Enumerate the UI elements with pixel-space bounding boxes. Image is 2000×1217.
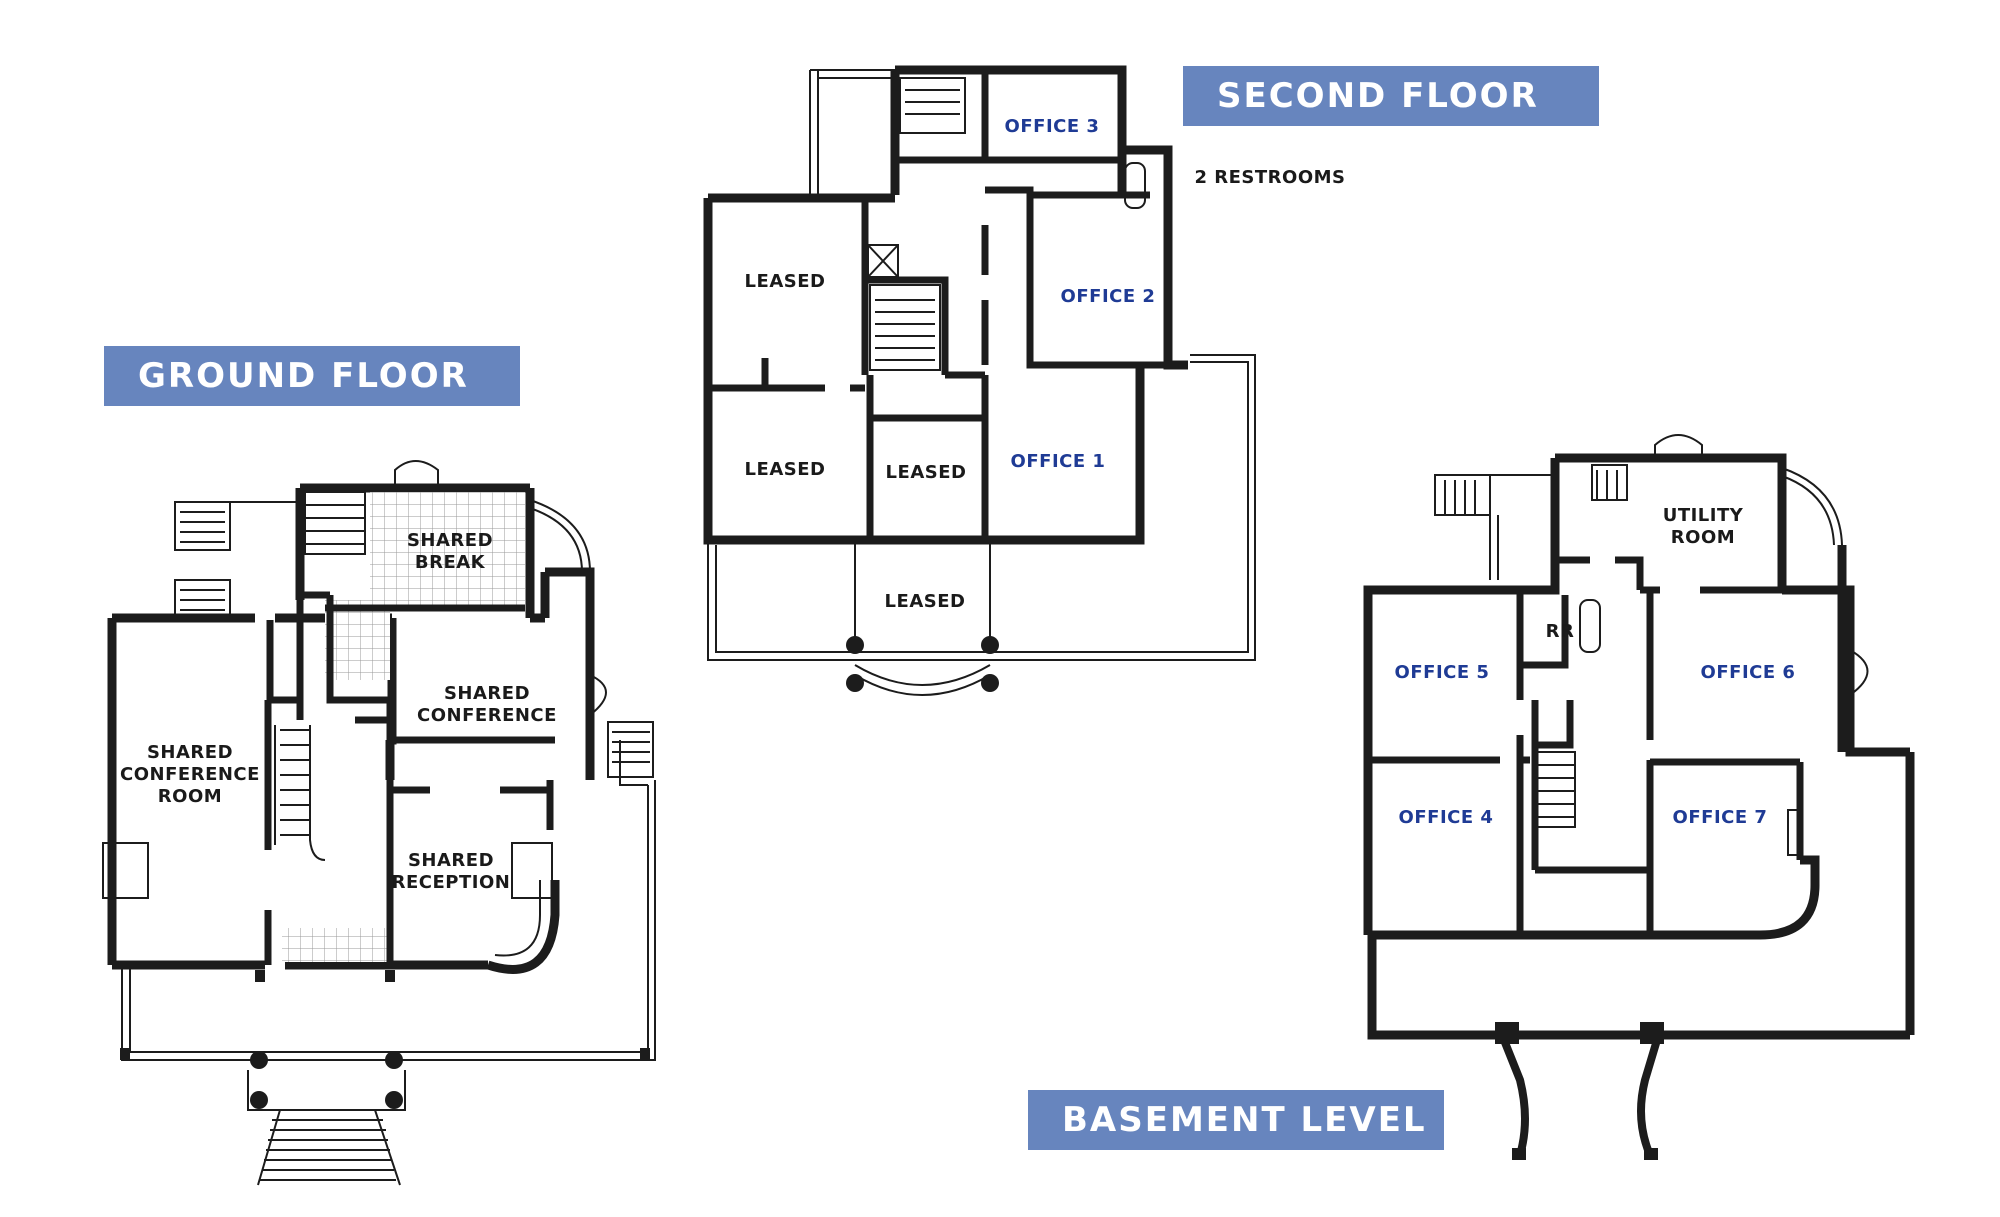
label-shared-reception: SHARED RECEPTION [391, 850, 511, 893]
label-shared-break: SHARED BREAK [406, 530, 494, 573]
second-porch [707, 354, 1256, 696]
label-office-7: OFFICE 7 [1672, 807, 1768, 828]
label-office-3: OFFICE 3 [1004, 116, 1100, 137]
second-floor-plan [703, 65, 1256, 696]
basement-plan [1363, 434, 1915, 1160]
ground-main-stairs [274, 491, 366, 861]
label-2-restrooms: 2 RESTROOMS [1194, 167, 1346, 188]
ground-floor-plan [102, 460, 656, 1186]
ground-fireplaces [102, 842, 553, 899]
label-office-6: OFFICE 6 [1700, 662, 1796, 683]
ground-interior-walls [264, 591, 555, 965]
label-leased-porch: LEASED [884, 591, 966, 612]
basement-outer-walls [1363, 453, 1915, 1040]
second-stairs [867, 77, 966, 371]
label-office-4: OFFICE 4 [1398, 807, 1494, 828]
label-leased-top: LEASED [744, 271, 826, 292]
second-outer-walls [703, 65, 1188, 545]
ground-floor-banner: GROUND FLOOR [104, 346, 520, 406]
second-floor-banner: SECOND FLOOR [1183, 66, 1599, 126]
label-shared-conference: SHARED CONFERENCE [417, 683, 557, 726]
label-office-2: OFFICE 2 [1060, 286, 1156, 307]
label-leased-mid: LEASED [744, 459, 826, 480]
label-rr: RR [1545, 621, 1575, 642]
basement-interior-walls [1368, 556, 1804, 935]
label-leased-center: LEASED [885, 462, 967, 483]
label-office-5: OFFICE 5 [1394, 662, 1490, 683]
ground-back-stairs [174, 501, 301, 621]
label-shared-conference-room: SHARED CONFERENCE ROOM [120, 742, 260, 807]
label-office-1: OFFICE 1 [1010, 451, 1106, 472]
label-utility-room: UTILITY ROOM [1662, 505, 1744, 548]
second-interior-walls [708, 70, 1168, 540]
basement-level-banner: BASEMENT LEVEL [1028, 1090, 1444, 1150]
ground-front-steps [247, 1070, 406, 1186]
ground-columns [120, 970, 650, 1109]
